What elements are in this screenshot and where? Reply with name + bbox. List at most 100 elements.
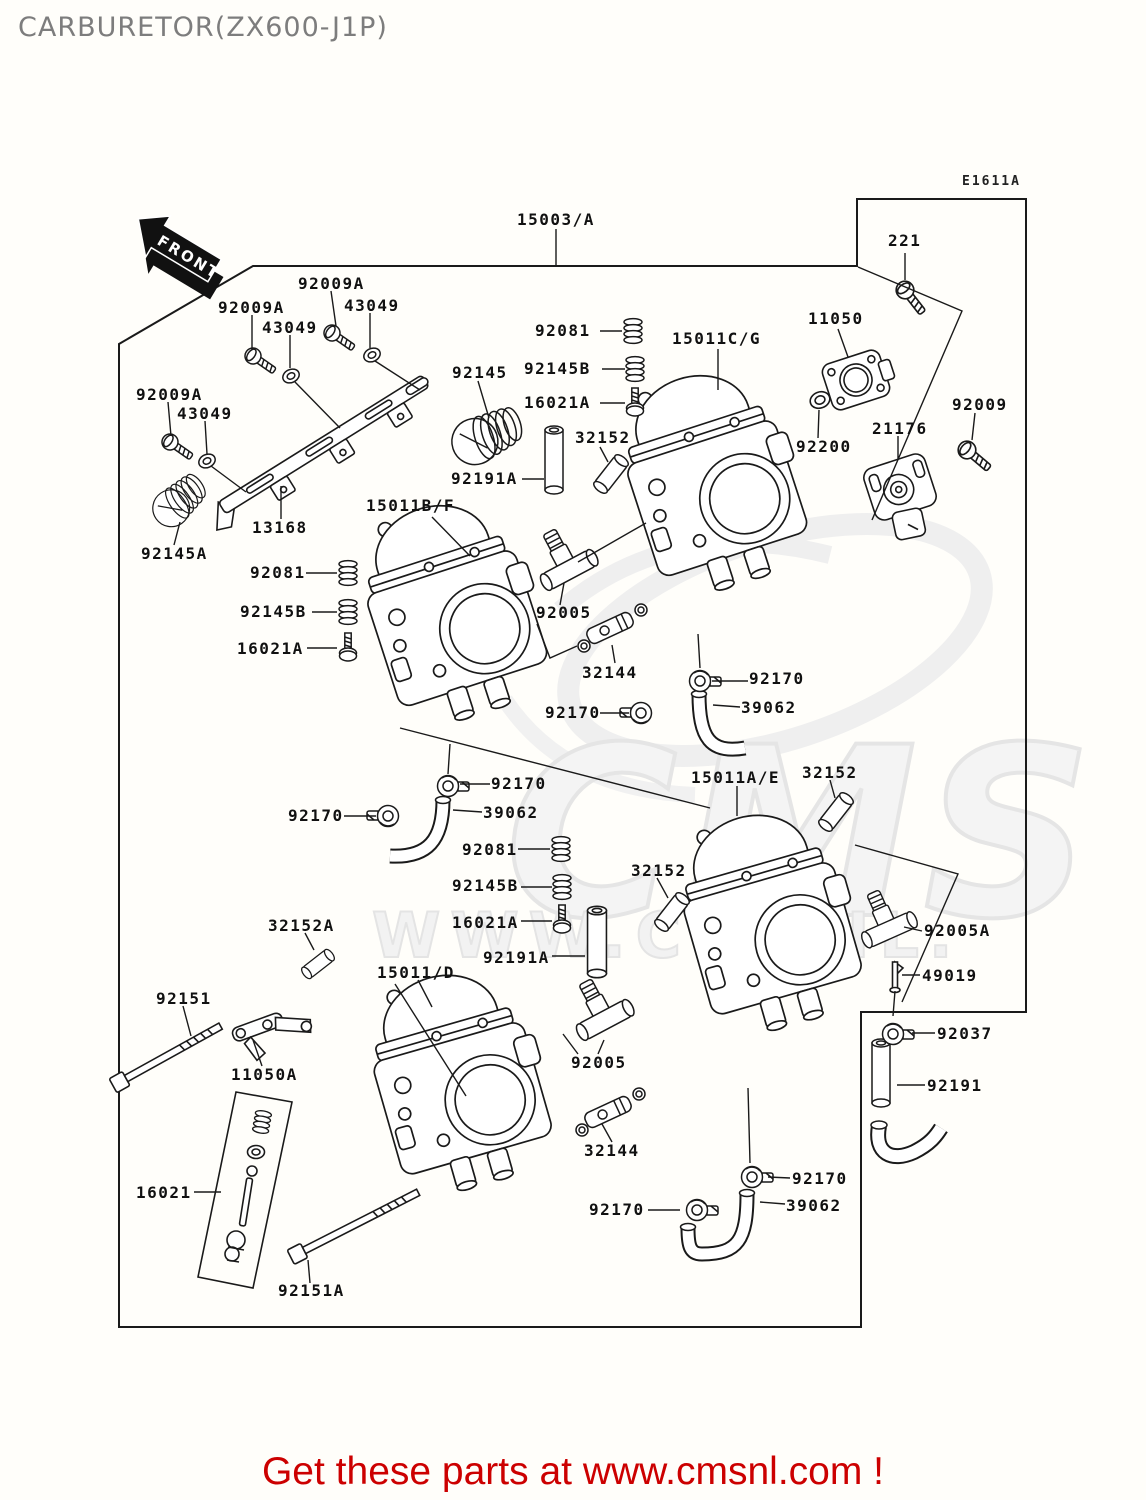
part-label-32152A: 32152A <box>268 916 335 935</box>
part-92145B-spring-3 <box>552 873 572 901</box>
part-label-39062: 39062 <box>786 1196 842 1215</box>
part-16021A-screw-2 <box>338 632 358 662</box>
part-label-11050A: 11050A <box>231 1065 298 1084</box>
part-label-32152: 32152 <box>575 428 631 447</box>
part-label-43049: 43049 <box>177 404 233 423</box>
part-label-32152: 32152 <box>802 763 858 782</box>
part-13168-rail <box>216 375 429 532</box>
part-label-13168: 13168 <box>252 518 308 537</box>
part-label-92009A: 92009A <box>136 385 203 404</box>
part-label-92081: 92081 <box>462 840 518 859</box>
part-11050-holder <box>819 344 901 413</box>
part-11050A-linkage <box>231 1012 313 1062</box>
part-39062-hose-3 <box>679 1188 756 1262</box>
part-label-92009: 92009 <box>952 395 1008 414</box>
part-32152A-tube <box>299 947 337 981</box>
part-label-92200: 92200 <box>796 437 852 456</box>
part-label-92151A: 92151A <box>278 1281 345 1300</box>
part-label-92081: 92081 <box>250 563 306 582</box>
part-32144-orings-2 <box>575 1087 646 1137</box>
part-label-92191: 92191 <box>927 1076 983 1095</box>
part-92009-screw <box>953 436 996 476</box>
part-92191-elbow <box>870 1120 948 1164</box>
part-label-15011B-F: 15011B/F <box>366 496 456 515</box>
part-label-92170: 92170 <box>792 1169 848 1188</box>
page-title: CARBURETOR(ZX600-J1P) <box>18 12 388 43</box>
part-32144-orings-1 <box>577 603 648 653</box>
part-label-92009A: 92009A <box>298 274 365 293</box>
part-92151-screw <box>109 1021 224 1093</box>
part-92081-spring-1 <box>623 317 643 345</box>
part-39062-hose-2 <box>389 795 452 864</box>
part-92191-tube <box>871 1038 891 1108</box>
part-label-92145: 92145 <box>452 363 508 382</box>
part-label-92170: 92170 <box>545 703 601 722</box>
part-92191A-tube-2 <box>586 905 608 979</box>
part-label-16021A: 16021A <box>452 913 519 932</box>
part-label-32144: 32144 <box>584 1141 640 1160</box>
part-label-221: 221 <box>888 231 922 250</box>
part-43049-washer-1 <box>360 344 384 366</box>
part-label-92170: 92170 <box>589 1200 645 1219</box>
cms-banner: Get these parts at www.cmsnl.com ! <box>261 1450 885 1493</box>
part-92081-spring-2 <box>338 559 358 587</box>
part-92009A-screw-3 <box>158 430 197 465</box>
part-label-92005: 92005 <box>571 1053 627 1072</box>
part-label-92170: 92170 <box>288 806 344 825</box>
part-16021-kit <box>197 1091 293 1289</box>
part-label-92145B: 92145B <box>524 359 591 378</box>
part-label-15011A-E: 15011A/E <box>691 768 781 787</box>
part-39062-hose-1 <box>690 689 747 757</box>
part-label-43049: 43049 <box>344 296 400 315</box>
part-92081-spring-3 <box>551 835 571 863</box>
part-92005-fitting-2 <box>557 966 638 1043</box>
carburetor-15011-D <box>352 953 571 1207</box>
diagram-code: E1611A <box>962 174 1021 189</box>
part-label-92145B: 92145B <box>240 602 307 621</box>
part-92200-oring <box>809 390 831 410</box>
part-92009A-screw-2 <box>241 344 280 379</box>
part-label-92170: 92170 <box>491 774 547 793</box>
part-92145B-spring-1 <box>625 355 645 383</box>
part-label-15011-D: 15011/D <box>377 963 455 982</box>
part-label-92170: 92170 <box>749 669 805 688</box>
part-label-21176: 21176 <box>872 419 928 438</box>
part-label-49019: 49019 <box>922 966 978 985</box>
part-92145B-spring-2 <box>338 598 358 626</box>
part-label-16021A: 16021A <box>524 393 591 412</box>
part-label-92151: 92151 <box>156 989 212 1008</box>
part-92191A-tube-1 <box>544 425 564 495</box>
part-92037-clamp <box>881 1022 915 1046</box>
part-label-43049: 43049 <box>262 318 318 337</box>
part-92151A-screw <box>287 1188 421 1265</box>
part-label-92037: 92037 <box>937 1024 993 1043</box>
part-49019-pin <box>889 960 905 994</box>
front-arrow: FRONT <box>137 215 224 300</box>
part-43049-washer-2 <box>279 365 303 387</box>
part-label-15011C-G: 15011C/G <box>672 329 762 348</box>
part-32152-tube-1 <box>591 451 631 497</box>
part-92170-clamp-3 <box>436 774 470 798</box>
part-label-15003-A: 15003/A <box>517 210 595 229</box>
part-label-11050: 11050 <box>808 309 864 328</box>
part-label-32152: 32152 <box>631 861 687 880</box>
part-92170-clamp-6 <box>685 1198 719 1222</box>
part-label-92145B: 92145B <box>452 876 519 895</box>
part-label-39062: 39062 <box>741 698 797 717</box>
diagram-border <box>118 198 1027 1328</box>
part-label-92005: 92005 <box>536 603 592 622</box>
part-label-39062: 39062 <box>483 803 539 822</box>
part-label-92191A: 92191A <box>483 948 550 967</box>
part-label-92009A: 92009A <box>218 298 285 317</box>
part-label-92191A: 92191A <box>451 469 518 488</box>
leader-lines <box>167 229 976 1284</box>
part-32144-jet-2 <box>582 1093 634 1131</box>
part-label-92005A: 92005A <box>924 921 991 940</box>
part-label-16021A: 16021A <box>237 639 304 658</box>
part-label-32144: 32144 <box>582 663 638 682</box>
part-92009A-screw-1 <box>320 321 359 356</box>
part-label-92145A: 92145A <box>141 544 208 563</box>
diagram-art: CMS WWW.CMSNL. FRONT <box>109 198 1095 1328</box>
part-label-16021: 16021 <box>136 1183 192 1202</box>
